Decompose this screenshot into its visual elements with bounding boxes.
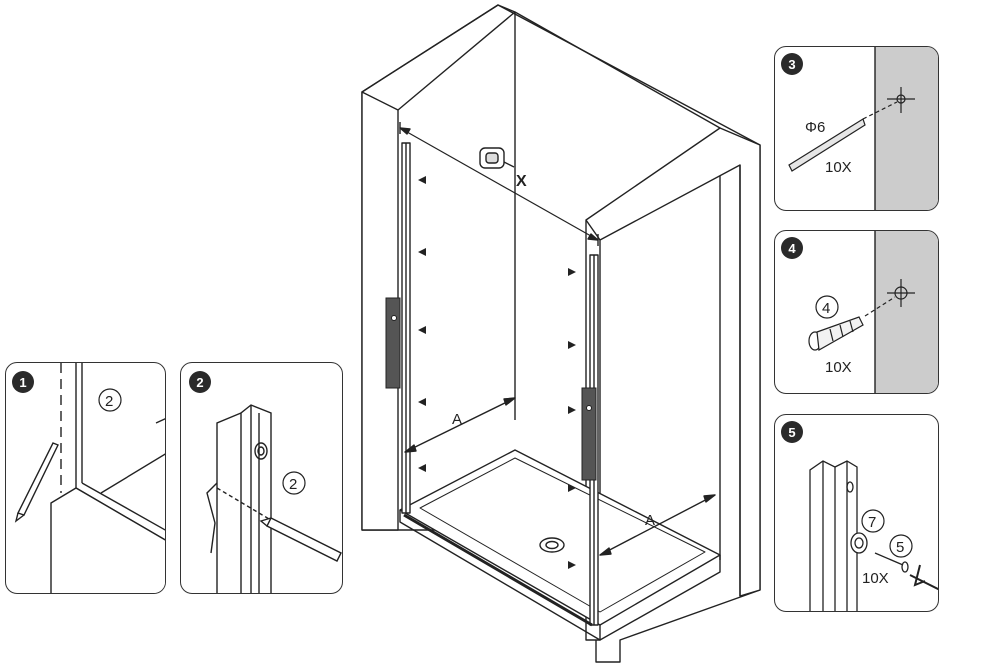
step-2-badge: 2: [189, 371, 211, 393]
step-3-badge: 3: [781, 53, 803, 75]
dimension-a-side: A: [645, 512, 655, 529]
step-3-quantity: 10X: [825, 159, 852, 176]
wall-plug-icon: [808, 316, 864, 351]
pencil-icon: [266, 517, 342, 562]
step-2-callout: 2: [289, 476, 297, 493]
step-2-panel: 2 2: [180, 362, 343, 594]
wall-section: [875, 47, 938, 210]
drill-size: Φ6: [805, 119, 825, 136]
drill-bit-icon: [788, 118, 866, 172]
step-3-panel: 3 Φ6 10X: [774, 46, 939, 211]
step-4-callout: 4: [822, 300, 830, 317]
screw-icon: [874, 552, 904, 566]
step-1-callout: 2: [105, 393, 113, 410]
hole-marks-left: [418, 176, 426, 472]
step-1-badge: 1: [12, 371, 34, 393]
wall-bracket-right: [581, 387, 597, 481]
washer-callout: 7: [868, 514, 876, 531]
left-wall-face: [361, 91, 399, 531]
step-4-quantity: 10X: [825, 359, 852, 376]
drain: [539, 537, 565, 553]
profile-section: [809, 460, 858, 611]
step-5-quantity: 10X: [862, 570, 889, 587]
screw-callout: 5: [896, 539, 904, 556]
wall-section: [875, 231, 938, 393]
washer-icon: [850, 532, 868, 554]
hole-marks-right: [568, 268, 576, 569]
dimension-a-back: A: [452, 411, 462, 428]
tape-measure-icon: [479, 147, 515, 169]
step-5-badge: 5: [781, 421, 803, 443]
step-4-badge: 4: [781, 237, 803, 259]
wall-bracket-left: [385, 297, 401, 389]
step-1-panel: 1 2: [5, 362, 166, 594]
step-4-panel: 4 4 10X: [774, 230, 939, 394]
screwdriver-icon: [909, 564, 938, 591]
step-5-panel: 5: [774, 414, 939, 612]
measure-label: X: [516, 173, 527, 190]
